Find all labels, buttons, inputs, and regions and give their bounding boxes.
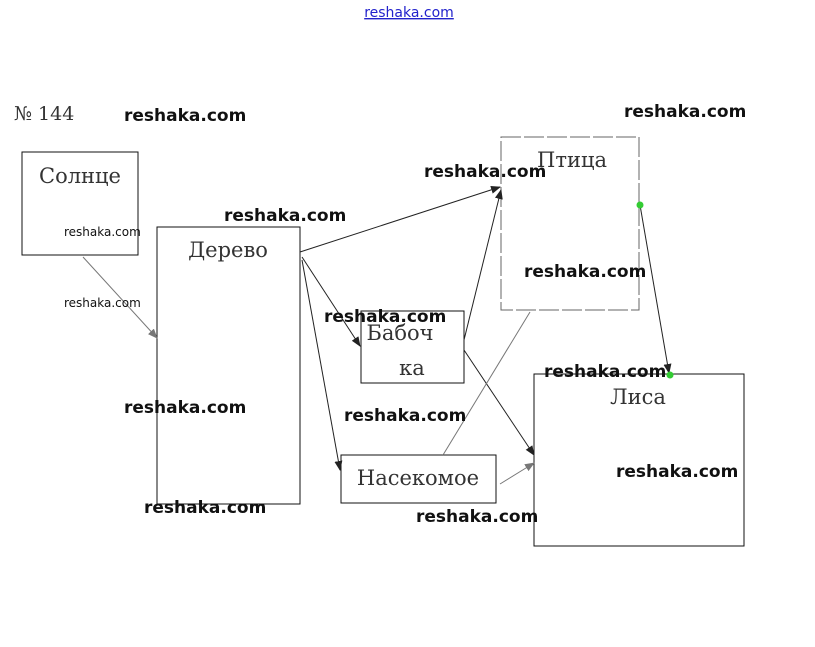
node-tree-label: Дерево <box>188 238 268 262</box>
watermark: reshaka.com <box>124 398 246 418</box>
node-fox: Лиса <box>533 373 745 547</box>
watermark: reshaka.com <box>616 462 738 482</box>
watermark: reshaka.com <box>64 225 141 239</box>
watermark: reshaka.com <box>624 102 746 122</box>
node-butterfly: Бабоч ка <box>360 310 465 384</box>
watermarks: reshaka.com reshaka.com reshaka.com resh… <box>64 102 746 527</box>
node-sun-label: Солнце <box>39 164 121 188</box>
watermark: reshaka.com <box>544 362 666 382</box>
node-insect-label: Насекомое <box>357 466 479 490</box>
watermark: reshaka.com <box>144 498 266 518</box>
header-link[interactable]: reshaka.com <box>364 5 454 21</box>
watermark: reshaka.com <box>344 406 466 426</box>
arrow-tree-butterfly <box>301 256 361 347</box>
node-tree: Дерево <box>156 226 301 505</box>
problem-number: № 144 <box>14 103 74 125</box>
arrow-tree-insect <box>301 259 343 471</box>
node-butterfly-label-1: Бабоч <box>366 321 433 345</box>
arrow-sun-tree <box>82 256 158 339</box>
watermark: reshaka.com <box>64 296 141 310</box>
connector-dot[interactable] <box>666 371 674 379</box>
arrow-insect-fox <box>499 462 535 485</box>
node-bird: Птица <box>500 136 640 311</box>
node-sun: Солнце <box>21 151 139 256</box>
connector-dot[interactable] <box>636 201 644 209</box>
line-insect-bird <box>442 311 531 456</box>
watermark: reshaka.com <box>324 307 446 327</box>
arrow-butterfly-bird <box>463 189 503 341</box>
node-butterfly-label-2: ка <box>399 356 425 380</box>
node-fox-label: Лиса <box>610 385 666 409</box>
watermark: reshaka.com <box>524 262 646 282</box>
arrow-tree-bird <box>299 185 501 253</box>
watermark: reshaka.com <box>416 507 538 527</box>
arrow-bird-fox <box>639 204 672 374</box>
watermark: reshaka.com <box>224 206 346 226</box>
node-bird-label: Птица <box>537 148 607 172</box>
watermark: reshaka.com <box>124 106 246 126</box>
watermark: reshaka.com <box>424 162 546 182</box>
arrow-butterfly-fox <box>463 349 535 456</box>
node-insect: Насекомое <box>340 454 497 504</box>
